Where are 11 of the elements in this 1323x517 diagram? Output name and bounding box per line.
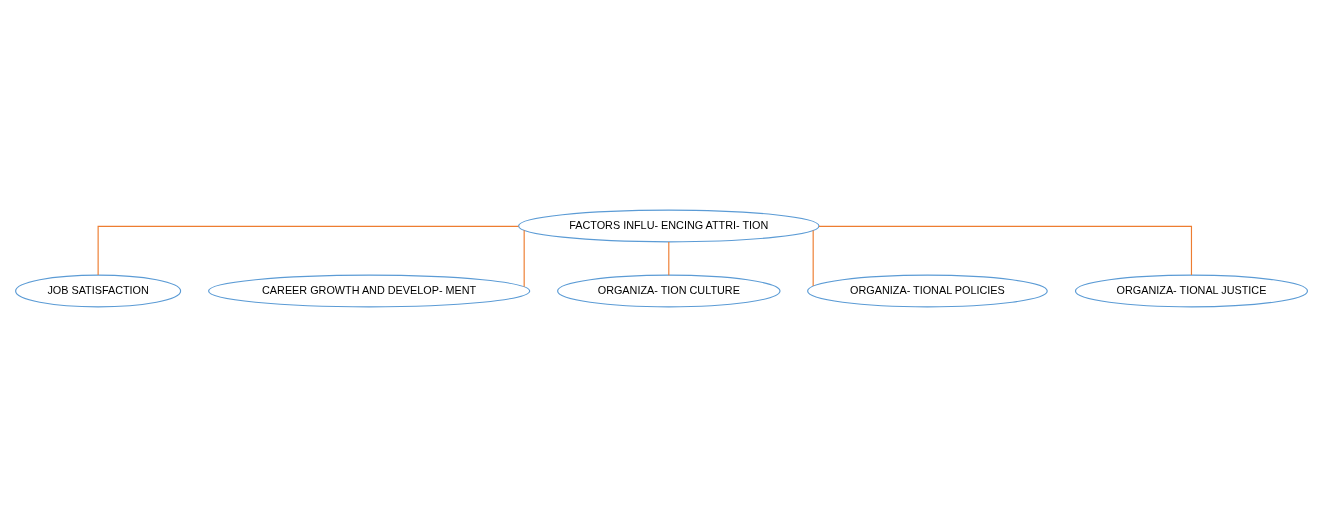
node-ellipse: JOB SATISFACTION — [15, 274, 182, 308]
connector — [818, 225, 1193, 276]
node-ellipse: ORGANIZA- TION CULTURE — [557, 274, 781, 308]
connector — [668, 241, 670, 276]
connector — [97, 225, 520, 276]
node-ellipse: ORGANIZA- TIONAL POLICIES — [807, 274, 1048, 308]
node-ellipse: CAREER GROWTH AND DEVELOP- MENT — [208, 274, 531, 308]
node-ellipse: FACTORS INFLU- ENCING ATTRI- TION — [518, 209, 820, 243]
connector — [523, 229, 525, 288]
node-ellipse: ORGANIZA- TIONAL JUSTICE — [1074, 274, 1309, 308]
connector — [812, 229, 814, 287]
